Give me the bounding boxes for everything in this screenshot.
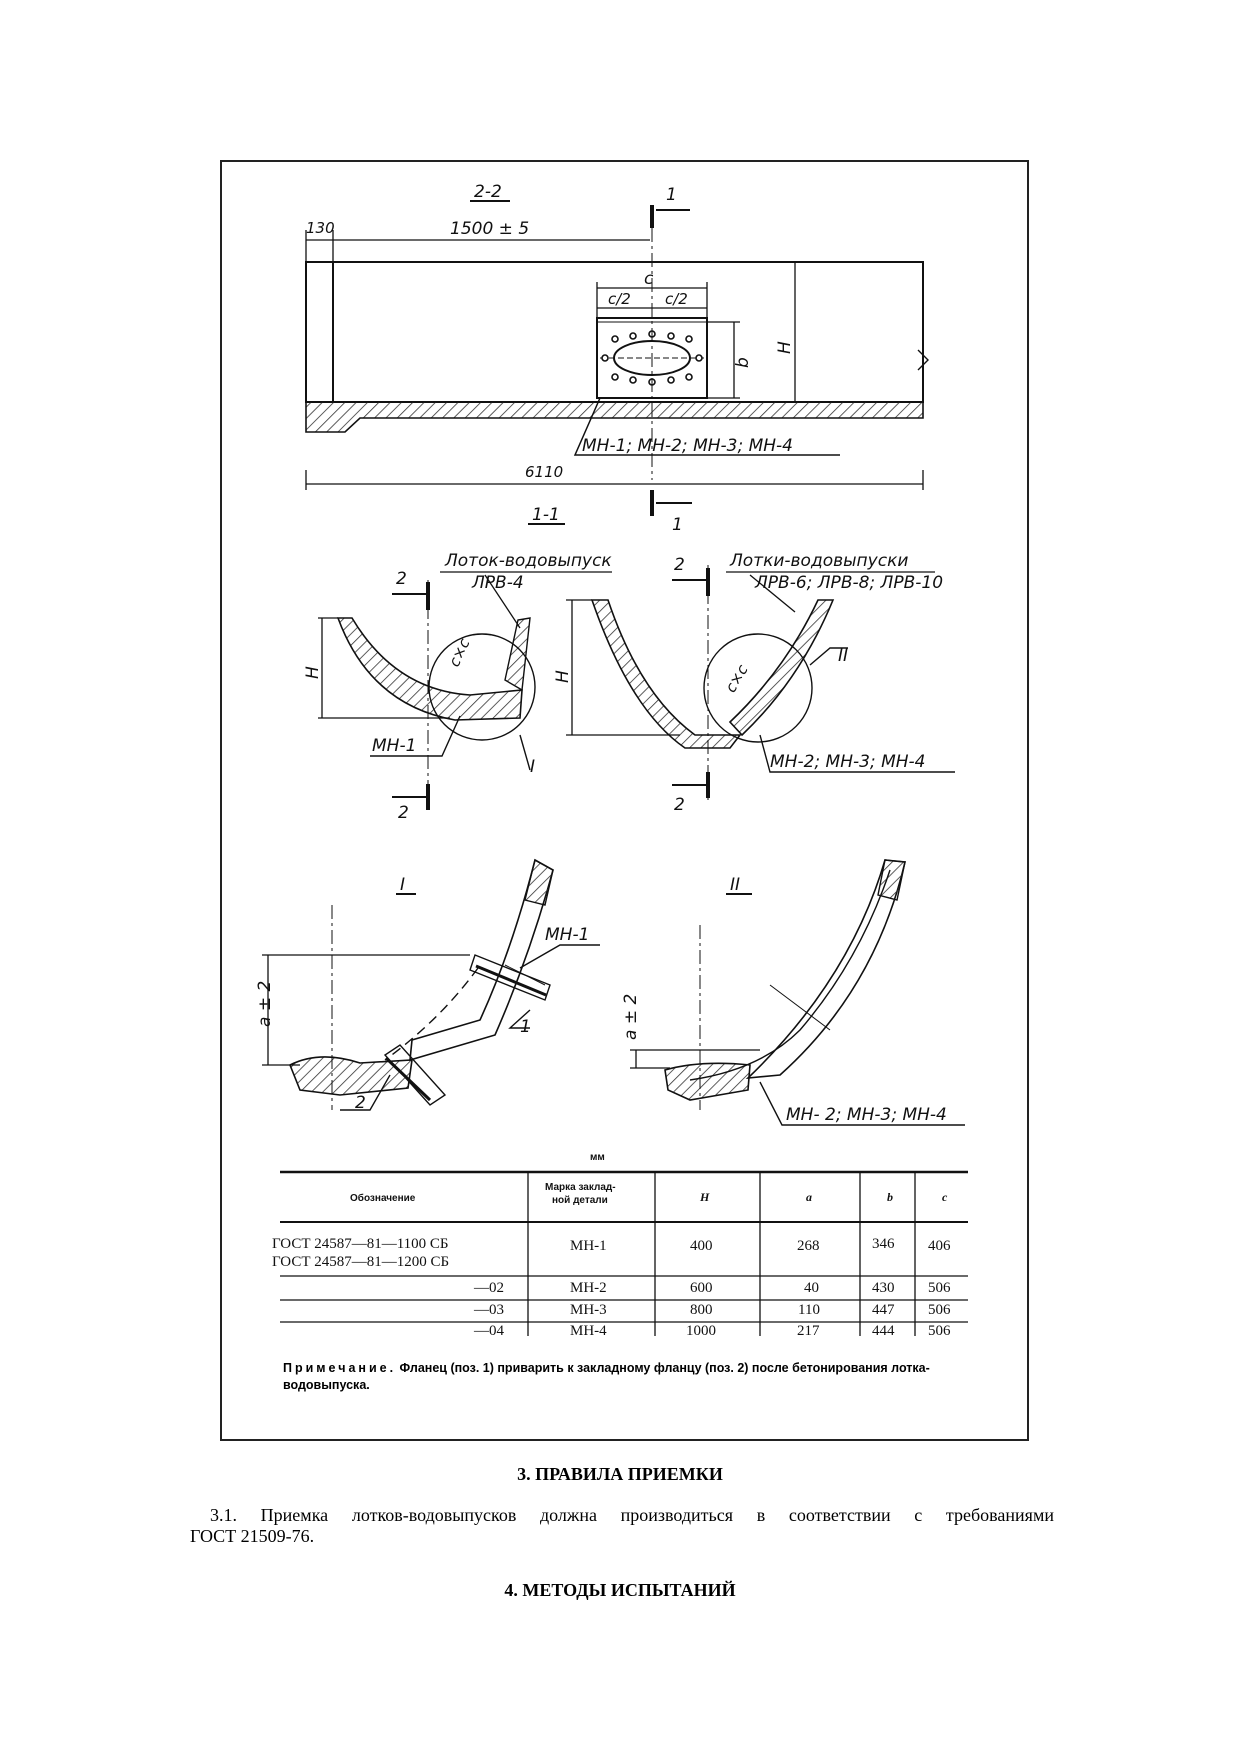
leader-mn-1-left: МН-1 [372,736,416,756]
cell-r2-b: 430 [872,1280,895,1296]
cut-mark-1-top: 1 [666,185,677,205]
dim-c-half-left: c/2 [608,290,631,308]
cut-mark-2-right-top: 2 [674,555,685,575]
cut-mark-1-bottom: 1 [672,515,683,535]
th-b: b [887,1190,893,1204]
cell-r3-designation: —03 [473,1302,504,1318]
note-label: Примечание. [283,1361,397,1375]
cell-r4-part: МН-4 [570,1323,607,1339]
cell-r4-a: 217 [797,1323,820,1339]
cell-r1-c: 406 [928,1238,951,1254]
cell-r3-b: 447 [872,1302,895,1318]
leader-mn-all: МН-1; МН-2; МН-3; МН-4 [582,436,793,456]
cell-r1-part: МН-1 [570,1238,607,1254]
dim-cxc-right: c×c [722,661,752,696]
table-note: Примечание. Фланец (поз. 1) приварить к … [283,1360,983,1394]
cut-mark-2-right-bottom: 2 [674,795,685,815]
section-4-heading: 4. МЕТОДЫ ИСПЫТАНИЙ [504,1580,736,1600]
detail-label-II-callout: II [838,646,848,666]
cell-r1-b: 346 [872,1236,895,1252]
dim-c-half-right: c/2 [665,290,688,308]
detail-label-II: II [730,875,740,895]
cut-mark-2-left-bottom: 2 [398,803,409,823]
dim-H-top: H [775,341,795,354]
section-1-1-view: 1-1 Лоток-водовыпуск ЛРВ-4 2 2 H c×c МН-… [303,505,955,823]
cell-r2-part: МН-2 [570,1280,607,1296]
detail-I-view: I a ± 2 МН-1 1 2 [255,858,600,1113]
section-3-heading: 3. ПРАВИЛА ПРИЕМКИ [517,1464,723,1484]
cell-r4-b: 444 [872,1323,895,1339]
table-unit: мм [590,1152,605,1163]
th-part-line2: ной детали [552,1195,608,1206]
dim-130: 130 [306,219,335,237]
dim-a-detail-II: a ± 2 [621,994,641,1040]
pos-1-label: 1 [520,1017,531,1037]
tray-right-title: Лотки-водовыпуски [729,551,908,571]
cell-r3-part: МН-3 [570,1302,607,1318]
cell-r2-H: 600 [690,1280,713,1296]
cut-mark-2-left-top: 2 [396,569,407,589]
cell-r3-H: 800 [690,1302,713,1318]
tray-left-title: Лоток-водовыпуск [444,551,612,571]
note-text: Фланец (поз. 1) приварить к закладному ф… [283,1361,930,1392]
parts-table: мм Обозначение Марка заклад- ной детали … [272,1152,968,1339]
dim-c: c [644,269,654,289]
cell-r2-designation: —02 [473,1280,504,1296]
section-3-line-1: 3.1. Приемка лотков-водовыпусков должна … [210,1505,1054,1525]
th-a: a [806,1190,812,1204]
cell-r2-a: 40 [804,1280,819,1296]
th-part-line1: Марка заклад- [545,1182,616,1193]
detail-II-view: II a ± 2 МН- 2; МН-3; МН-4 [621,859,965,1126]
leader-mn-1-detail: МН-1 [545,925,589,945]
section-label-1-1: 1-1 [532,505,560,525]
section-3-paragraph: 3.1. Приемка лотков-водовыпусков должна … [190,1505,1054,1547]
dim-b: b [733,357,753,368]
cell-r1-H: 400 [690,1238,713,1254]
dim-H-right: H [553,670,573,683]
dim-1500: 1500 ± 5 [450,219,529,239]
detail-label-I: I [400,875,405,895]
cell-r2-c: 506 [928,1280,951,1296]
cell-r1-designation2: ГОСТ 24587—81—1200 СБ [272,1254,449,1270]
cell-r3-a: 110 [798,1302,820,1318]
cell-r3-c: 506 [928,1302,951,1318]
tray-left-mark: ЛРВ-4 [471,573,524,593]
cell-r1-a: 268 [797,1238,820,1254]
cell-r1-designation: ГОСТ 24587—81—1100 СБ [272,1236,449,1252]
cell-r4-c: 506 [928,1323,951,1339]
th-c: c [942,1190,948,1204]
cell-r4-designation: —04 [473,1323,505,1339]
section-3-line-2: ГОСТ 21509-76. [190,1526,315,1546]
drawing-frame [220,160,1029,1441]
th-designation: Обозначение [350,1192,416,1204]
detail-label-I-callout: I [530,757,535,777]
dim-cxc-left: c×c [445,635,474,670]
pos-2-label: 2 [355,1093,366,1113]
leader-mn-234: МН-2; МН-3; МН-4 [770,752,925,772]
cell-r4-H: 1000 [686,1323,716,1339]
dim-H-left: H [303,666,323,679]
th-H: H [699,1190,710,1204]
dim-a-detail-I: a ± 2 [255,981,275,1027]
dim-6110: 6110 [525,463,563,481]
section-label-2-2: 2-2 [474,182,502,202]
section-2-2-view: 2-2 1 130 1500 ± 5 [305,182,929,535]
tray-right-mark: ЛРВ-6; ЛРВ-8; ЛРВ-10 [754,573,943,593]
leader-mn-234-detail: МН- 2; МН-3; МН-4 [786,1105,947,1125]
